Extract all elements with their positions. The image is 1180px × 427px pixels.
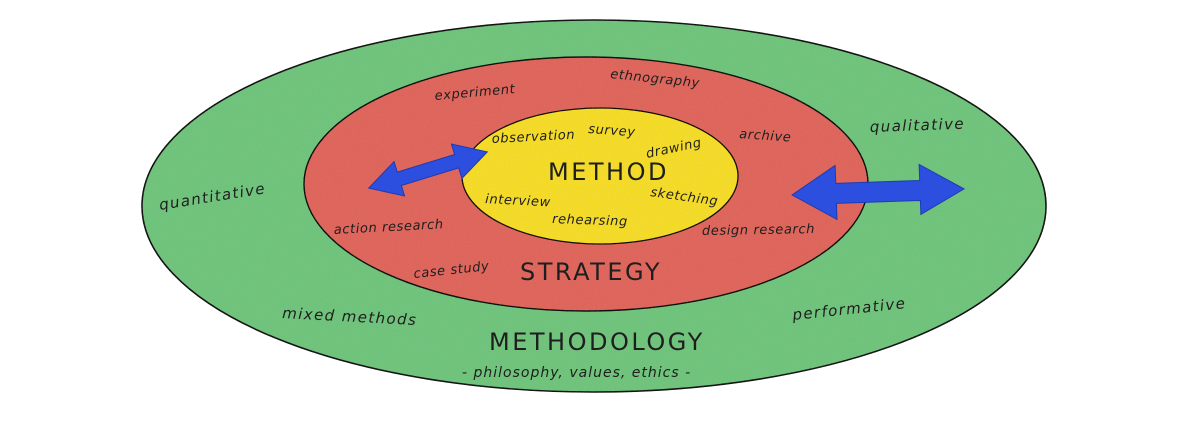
- strategy-title: STRATEGY: [520, 258, 662, 286]
- term-observation: observation: [491, 128, 575, 147]
- methodology-subtitle: - philosophy, values, ethics -: [462, 365, 691, 381]
- term-rehearsing: rehearsing: [552, 212, 628, 230]
- double-arrow-icon: [367, 143, 489, 197]
- term-interview: interview: [485, 192, 551, 210]
- term-design-research: design research: [702, 222, 815, 239]
- term-survey: survey: [588, 122, 636, 140]
- double-arrow-icon: [791, 163, 966, 221]
- method-title: METHOD: [548, 158, 669, 186]
- methodology-title: METHODOLOGY: [489, 328, 705, 356]
- term-qualitative: qualitative: [870, 115, 966, 136]
- term-archive: archive: [739, 127, 792, 146]
- term-experiment: experiment: [434, 82, 516, 104]
- term-action-research: action research: [333, 217, 444, 238]
